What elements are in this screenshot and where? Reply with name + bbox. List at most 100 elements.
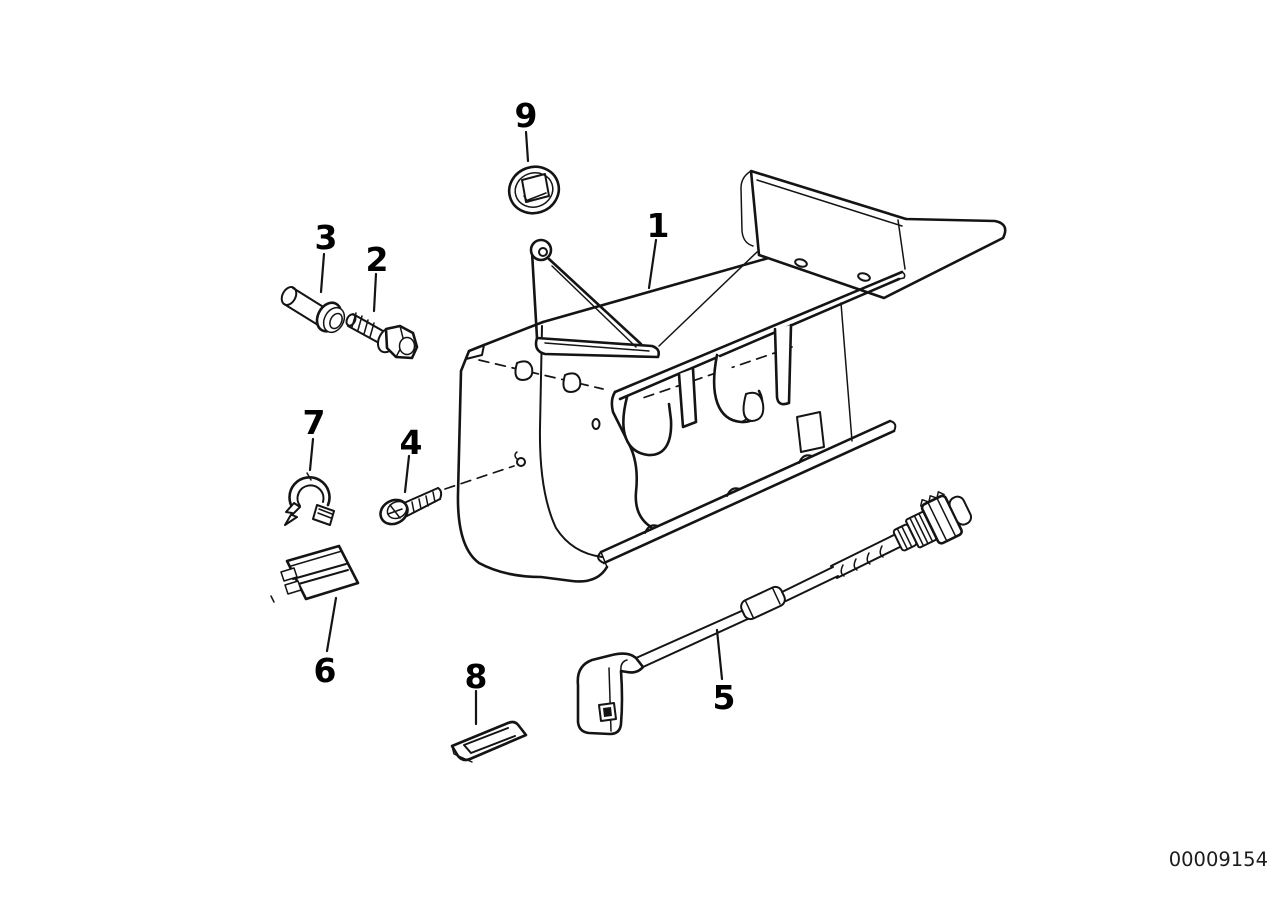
cable-braid [830, 531, 907, 579]
screw-threads [411, 491, 436, 513]
panel-silhouette [456, 343, 609, 583]
cable-elbow-connector [576, 652, 645, 736]
grommet-shading [523, 195, 529, 203]
braid-edge [836, 543, 907, 579]
block-end-tab [284, 580, 302, 595]
callout-4-label: 4 [400, 423, 423, 462]
cable-clip [284, 472, 335, 526]
finger-teardrop [742, 391, 765, 422]
callout-2-label: 2 [366, 240, 389, 279]
finger-tab [773, 323, 793, 406]
callout-8-label: 8 [465, 657, 488, 696]
panel-fold-dashed-line [478, 359, 604, 390]
block-end-tab [280, 567, 298, 582]
callout-9-leader [524, 130, 530, 163]
thread-rings [909, 512, 934, 547]
drawing-number: 00009154 [1169, 848, 1268, 871]
bracket-side-panel [456, 320, 609, 583]
wing-fold-line [897, 219, 906, 270]
uclip-thickness [451, 745, 473, 763]
block-top-inner [290, 550, 343, 567]
screw-cross-slot [387, 504, 403, 519]
inner-face-left-edge [610, 390, 653, 529]
sensor-cable [576, 491, 973, 736]
finger-tab [677, 367, 698, 429]
clip-inner-arc [296, 484, 325, 507]
cable-line [785, 575, 839, 602]
callout-7-leader [308, 437, 315, 472]
gusset-hypotenuse-inner [551, 265, 637, 348]
panel-top-edge [482, 320, 545, 347]
panel-small-hole [591, 418, 601, 430]
cable-mid-sleeve [740, 585, 786, 621]
callout-5-label: 5 [713, 678, 736, 717]
inner-face-rect-hole [796, 411, 825, 453]
clamp-block [270, 544, 360, 603]
strip-joint-line [600, 551, 608, 568]
callout-4-leader [403, 454, 411, 494]
elbow-inner-curve [620, 659, 628, 672]
nut-facets [927, 497, 957, 542]
screw-shank [403, 487, 439, 504]
braid-hatching [840, 545, 884, 577]
clip-outer-arc [288, 476, 331, 512]
strip-upper-line [599, 419, 892, 554]
uclip-slot [463, 727, 516, 754]
elbow-window-hole [603, 707, 612, 717]
bracket-bottom-strip [597, 419, 897, 568]
strip-bump [644, 524, 659, 534]
grommet-outer [507, 165, 561, 215]
panel-screw-hole [516, 457, 526, 467]
callout-9-label: 9 [515, 96, 538, 135]
gusset-left-edge [530, 250, 539, 340]
main-bracket [456, 169, 1007, 583]
screw-alignment-dashed-line [444, 465, 515, 490]
clip-arrow-tab [284, 502, 301, 526]
bushing-rings [896, 525, 913, 550]
gusset-eyelet [529, 238, 553, 262]
nut-knurling [920, 491, 945, 507]
inner-face-right-edge [840, 302, 853, 442]
panel-corner-tab [465, 344, 485, 360]
gusset-brace [529, 238, 661, 359]
hex-bolt [345, 312, 419, 360]
inner-lip-cap [898, 271, 906, 280]
screw-tip [437, 487, 443, 500]
bolt-head-face [398, 336, 416, 356]
gusset-base-inner-line [544, 342, 650, 352]
cable-line [781, 566, 834, 593]
grommet-shading [527, 192, 547, 201]
inner-face-dashed-line [627, 346, 793, 404]
bolt-threads [351, 312, 375, 338]
sleeve-end [280, 286, 298, 306]
panel-right-fold [538, 325, 603, 558]
oval-head-screw [379, 465, 515, 526]
callout-6-leader [325, 596, 338, 653]
clip-foot-lines [317, 508, 333, 519]
flange-outline [749, 169, 1007, 300]
grommet-square-hole [521, 173, 550, 203]
clip-notch [306, 472, 312, 481]
flange-hole [857, 272, 871, 282]
panel-screw-hole-tail [514, 451, 518, 460]
flange-left-cap [740, 170, 754, 247]
strip-left-cap [597, 551, 605, 564]
callouts: 1 2 3 4 5 6 7 8 9 [303, 96, 736, 726]
strip-right-cap [889, 420, 897, 432]
strip-lower-line [602, 429, 896, 565]
bracket-back-flange [740, 169, 1007, 300]
cable-line [642, 617, 751, 668]
grommet-inner-ring [514, 172, 554, 208]
gusset-hypotenuse [547, 257, 643, 346]
sleeve-body [283, 303, 319, 326]
uclip-outline [450, 720, 528, 762]
callout-6-label: 6 [314, 651, 337, 690]
callout-7-label: 7 [303, 403, 326, 442]
callout-3-label: 3 [315, 218, 338, 257]
bracket-inner-face [610, 270, 906, 529]
callout-1-label: 1 [647, 206, 670, 245]
flange-top-inner-line [756, 179, 903, 227]
flange-hole [794, 258, 808, 268]
